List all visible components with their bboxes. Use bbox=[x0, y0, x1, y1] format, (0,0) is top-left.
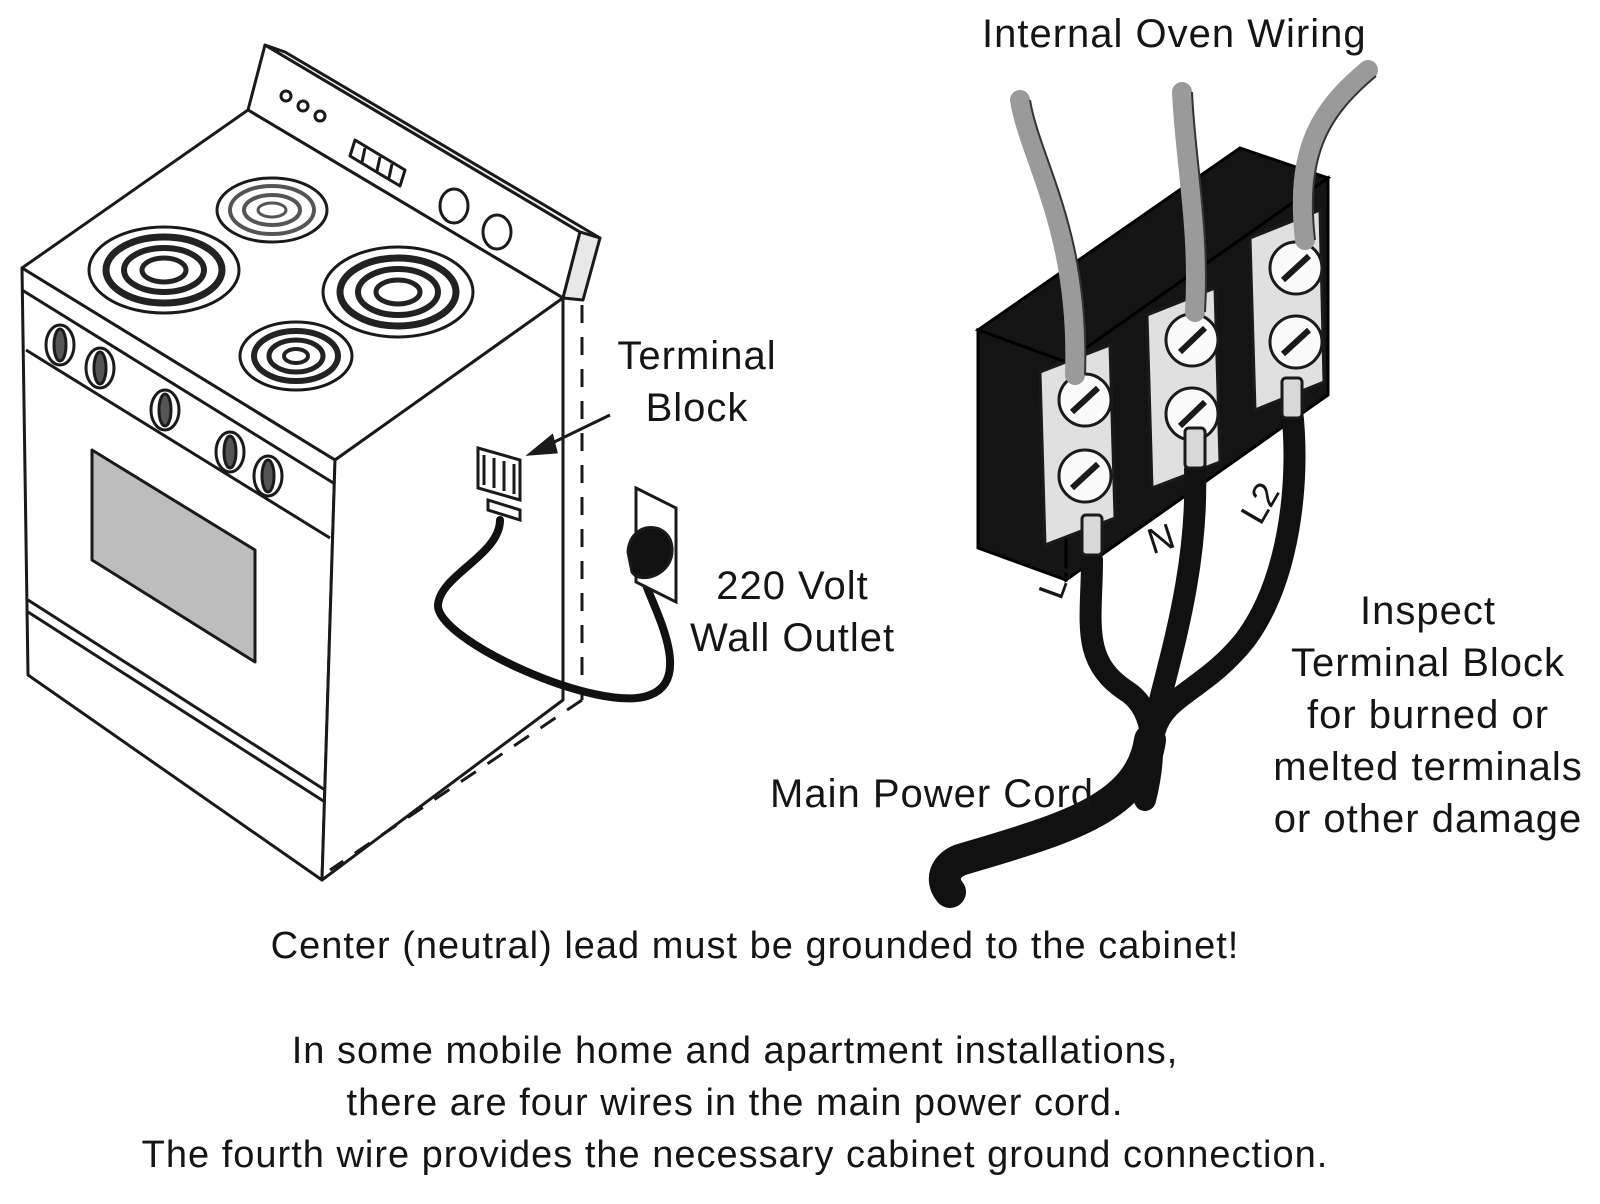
range-terminal-block bbox=[476, 446, 522, 523]
terminal-block-arrow bbox=[525, 413, 611, 456]
inspect-note-line: Inspect bbox=[1360, 589, 1496, 633]
wall-outlet bbox=[626, 485, 678, 605]
terminal-block-label: Terminal Block bbox=[612, 330, 782, 434]
burners bbox=[87, 176, 475, 392]
dashed-outline bbox=[329, 305, 584, 872]
power-cord-wires bbox=[928, 399, 1306, 908]
wall-outlet-label-line1: 220 Volt bbox=[716, 564, 869, 608]
four-wire-note-line: there are four wires in the main power c… bbox=[346, 1082, 1124, 1124]
inspect-note-line: Terminal Block bbox=[1290, 641, 1566, 685]
range-power-cord bbox=[433, 516, 674, 703]
crimp-terminals bbox=[1080, 376, 1304, 557]
oven-window bbox=[90, 448, 257, 664]
internal-oven-wiring-label: Internal Oven Wiring bbox=[982, 12, 1367, 56]
inspect-note-line: melted terminals bbox=[1273, 745, 1583, 789]
terminal-block-label-line2: Block bbox=[645, 386, 749, 430]
terminal-block-detail bbox=[928, 60, 1378, 908]
main-power-cord-label: Main Power Cord bbox=[770, 772, 1095, 816]
terminal-screws bbox=[1057, 240, 1324, 504]
inspect-note: Inspect Terminal Block for burned or mel… bbox=[1262, 585, 1594, 845]
electric-range bbox=[20, 43, 602, 882]
backsplash-side bbox=[561, 230, 602, 302]
inspect-note-line: or other damage bbox=[1273, 797, 1583, 841]
neutral-ground-warning: Center (neutral) lead must be grounded t… bbox=[270, 925, 1240, 967]
front-knobs bbox=[44, 323, 284, 498]
wall-outlet-label-line2: Wall Outlet bbox=[689, 616, 896, 660]
wall-outlet-label: 220 Volt Wall Outlet bbox=[680, 560, 905, 664]
terminal-block-label-line1: Terminal bbox=[617, 334, 777, 378]
four-wire-note-line: The fourth wire provides the necessary c… bbox=[141, 1134, 1329, 1176]
four-wire-note-line: In some mobile home and apartment instal… bbox=[291, 1030, 1179, 1072]
inspect-note-line: for burned or bbox=[1306, 693, 1550, 737]
internal-wires bbox=[1010, 60, 1378, 385]
